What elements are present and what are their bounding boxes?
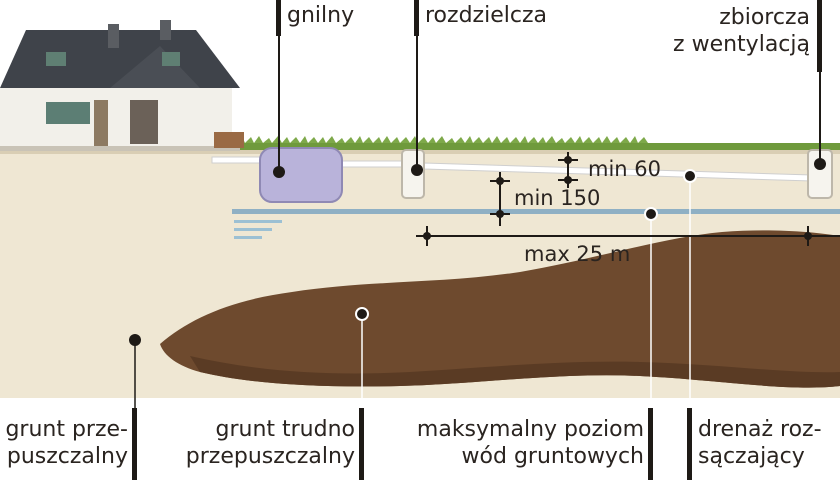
dot-groundwater bbox=[644, 207, 658, 221]
dot-min60-top bbox=[564, 156, 572, 164]
bar-groundwater bbox=[648, 408, 653, 480]
label-impermeable-line1: grunt trudno bbox=[215, 417, 356, 442]
dim-min150-label: min 150 bbox=[514, 186, 601, 210]
label-collector-vent: zbiorcza z wentylacją bbox=[673, 4, 810, 58]
label-permeable-line1: grunt prze- bbox=[5, 417, 128, 442]
dot-min150-top bbox=[496, 177, 504, 185]
label-septic-tank: gnilny bbox=[287, 3, 355, 28]
water-ripple-2 bbox=[234, 228, 272, 231]
bar-distribution bbox=[414, 0, 419, 36]
label-groundwater-line2: wód gruntowych bbox=[461, 444, 644, 469]
dot-collector bbox=[814, 158, 826, 170]
label-collector-vent-line2: z wentylacją bbox=[673, 32, 810, 57]
water-ripple-1 bbox=[234, 220, 282, 223]
label-drainage-line1: drenaż roz- bbox=[698, 417, 822, 442]
label-groundwater-line1: maksymalny poziom bbox=[416, 417, 644, 442]
house-icon bbox=[0, 20, 244, 151]
dot-distribution bbox=[411, 164, 423, 176]
label-groundwater: maksymalny poziom wód gruntowych bbox=[417, 416, 644, 470]
label-impermeable-line2: przepuszczalny bbox=[185, 444, 355, 469]
septic-tank bbox=[259, 147, 343, 203]
dim-min60-label: min 60 bbox=[588, 157, 661, 181]
dot-min60-bottom bbox=[564, 176, 572, 184]
label-drainage: drenaż roz- sączający bbox=[698, 416, 822, 470]
grass-texture bbox=[230, 136, 648, 143]
label-permeable-line2: puszczalny bbox=[6, 444, 128, 469]
dot-septic bbox=[273, 166, 285, 178]
dot-drainage bbox=[683, 169, 697, 183]
label-permeable-soil: grunt prze- puszczalny bbox=[5, 416, 128, 470]
label-collector-vent-line1: zbiorcza bbox=[719, 5, 810, 30]
dim-max25-label: max 25 m bbox=[524, 242, 631, 266]
groundwater-line bbox=[232, 209, 840, 214]
bar-drainage bbox=[687, 408, 692, 480]
label-distribution-box: rozdzielcza bbox=[425, 3, 547, 28]
bar-septic bbox=[276, 0, 281, 36]
dot-permeable bbox=[129, 334, 141, 346]
bar-permeable bbox=[132, 408, 137, 480]
dot-impermeable bbox=[355, 307, 369, 321]
impermeable-soil-shade bbox=[190, 356, 840, 388]
bar-impermeable bbox=[359, 408, 364, 480]
dot-max25-left bbox=[423, 232, 431, 240]
dot-min150-bottom bbox=[496, 210, 504, 218]
bar-collector bbox=[817, 0, 822, 72]
label-drainage-line2: sączający bbox=[698, 444, 805, 469]
bottom-label-band bbox=[0, 398, 840, 480]
water-ripple-3 bbox=[234, 236, 262, 239]
dot-max25-right bbox=[804, 232, 812, 240]
grass-strip bbox=[220, 143, 840, 152]
impermeable-soil bbox=[160, 230, 840, 388]
label-impermeable-soil: grunt trudno przepuszczalny bbox=[186, 416, 355, 470]
